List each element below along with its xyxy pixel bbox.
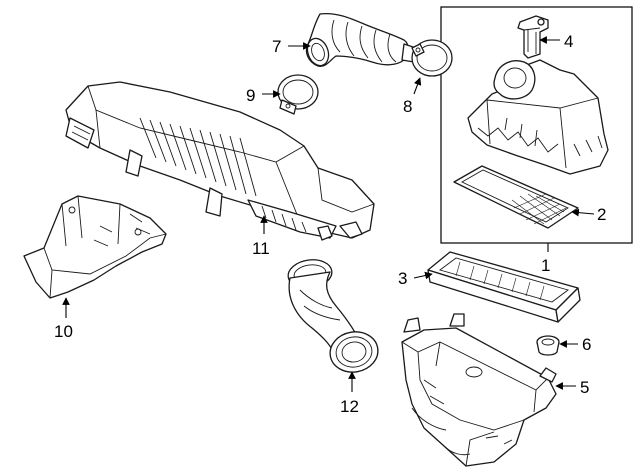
- callout-2: 2: [597, 205, 606, 224]
- part-3-air-filter: [427, 251, 581, 323]
- part-2-filter-element: [453, 165, 579, 229]
- part-12-lower-hose: [287, 259, 379, 373]
- callout-11: 11: [252, 239, 270, 258]
- callout-12: 12: [340, 397, 359, 416]
- callout-7: 7: [272, 37, 281, 56]
- callout-8: 8: [403, 97, 412, 116]
- part-11-intake-duct: [65, 81, 375, 241]
- filter-mesh: [511, 193, 567, 225]
- callout-1: 1: [541, 256, 550, 275]
- part-10-duct-shield: [23, 195, 167, 299]
- callout-5: 5: [580, 378, 589, 397]
- part-4-airflow-sensor: [517, 15, 549, 59]
- part-7-intake-hose: [305, 12, 417, 67]
- callout-6: 6: [582, 335, 591, 354]
- callout-4: 4: [564, 32, 573, 51]
- assembly-inset-box: [440, 6, 633, 244]
- callout-10: 10: [54, 322, 73, 341]
- leader-2: [571, 208, 595, 217]
- leader-8: [413, 77, 422, 95]
- part-5-air-cleaner-case: [401, 313, 557, 467]
- callout-3: 3: [398, 269, 407, 288]
- duct-ribs: [139, 117, 257, 197]
- part-9-clamp: [277, 74, 319, 115]
- leader-3: [413, 271, 433, 280]
- callout-9: 9: [246, 86, 255, 105]
- part-6-grommet: [536, 335, 560, 356]
- part-8-clamp: [411, 39, 453, 77]
- part-1-air-cleaner-cover: [467, 59, 609, 175]
